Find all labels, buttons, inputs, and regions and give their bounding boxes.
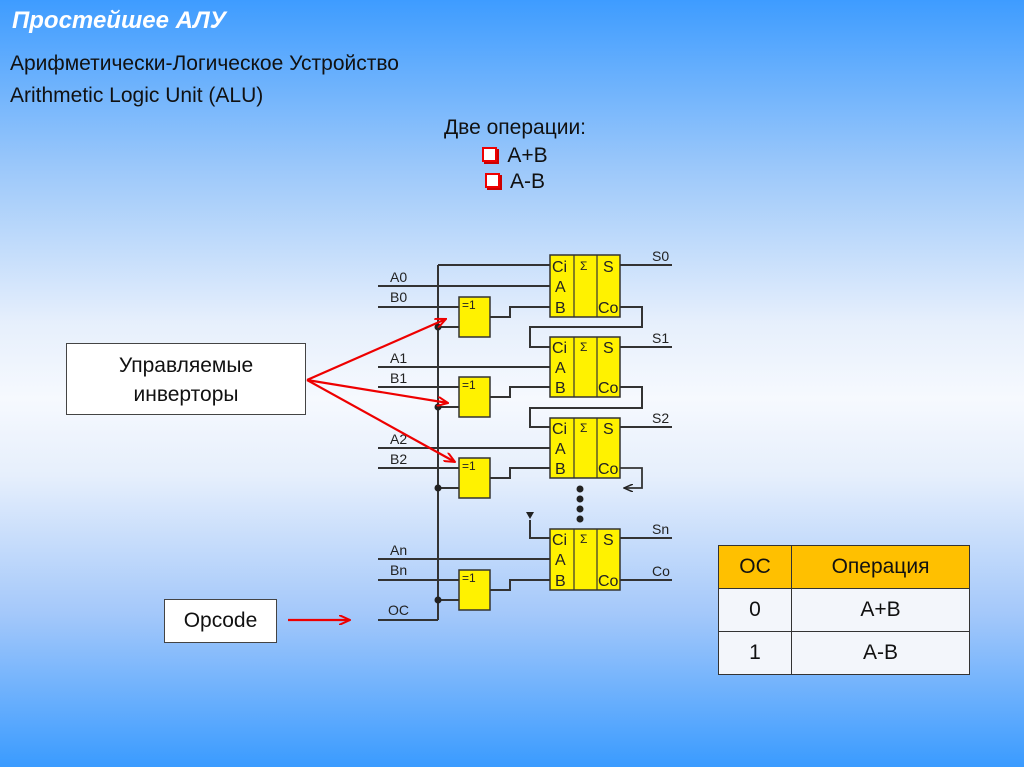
subtitle-english: Arithmetic Logic Unit (ALU) [10,84,264,107]
operation-item: A+B [405,144,625,168]
table-cell: A+B [791,588,970,632]
carry-in-arrow-icon [526,512,534,519]
xor-gate-label: =1 [462,459,476,473]
full-adder-1: Ci A B Σ S Co [549,336,621,398]
adder-ci-label: Ci [552,340,567,357]
carry-0-1-wire [529,306,643,348]
adder-b-label: B [555,300,566,317]
adder-s-label: S [603,532,614,549]
carry-1-2-wire [529,386,643,428]
output-label-s2: S2 [652,410,669,426]
adder-co-label: Co [598,380,619,397]
callout-line: инверторы [133,383,239,406]
input-label-bn: Bn [390,562,407,578]
operations-list: Две операции: A+B A-B [405,116,625,194]
full-adder-2: Ci A B Σ S Co [549,417,621,479]
adder-a-label: A [555,360,566,377]
slide-title: Простейшее АЛУ [12,7,227,34]
input-label-b2: B2 [390,451,407,467]
adder-sigma-label: Σ [580,532,587,546]
junction-dot [434,596,442,604]
table-row: 1 A-B [718,631,970,675]
adder-b-label: B [555,461,566,478]
table-header: OC [718,545,792,589]
full-adder-n: Ci A B Σ S Co [549,528,621,591]
xor-gate-label: =1 [462,571,476,585]
adder-sigma-label: Σ [580,340,587,354]
table-cell: 1 [718,631,792,675]
arrow-to-xor1-icon [306,378,448,403]
wires [378,264,672,621]
xor-gate: =1 [458,457,491,499]
adder-co-label: Co [598,300,619,317]
arrow-to-xor0-icon [306,319,446,382]
xor-gate: =1 [458,296,491,338]
input-label-a1: A1 [390,350,407,366]
operation-item: A-B [405,170,625,194]
output-label-s1: S1 [652,330,669,346]
xorn-out-wire [490,579,550,591]
input-label-b0: B0 [390,289,407,305]
adder-a-label: A [555,279,566,296]
carry-in-n-wire [529,520,550,539]
carry-2-out-wire [620,467,643,488]
input-label-a2: A2 [390,431,407,447]
arrow-to-xor2-icon [306,379,455,462]
adder-b-label: B [555,573,566,590]
adder-sigma-label: Σ [580,421,587,435]
junction-dot [434,403,442,411]
adder-co-label: Co [598,461,619,478]
adder-ci-label: Ci [552,259,567,276]
xor-gate-label: =1 [462,378,476,392]
adder-co-label: Co [598,573,619,590]
xor-gate: =1 [458,376,491,418]
table-cell: A-B [791,631,970,675]
input-label-an: An [390,542,407,558]
input-label-a0: A0 [390,269,407,285]
input-label-oc: OC [388,602,409,618]
adder-s-label: S [603,340,614,357]
controlled-inverters-callout: Управляемые инверторы [66,343,306,415]
ellipsis-dots-icon [576,485,584,523]
adder-a-label: A [555,552,566,569]
input-label-b1: B1 [390,370,407,386]
junction-dot [434,484,442,492]
output-label-co: Co [652,563,670,579]
opcode-callout: Opcode [164,599,277,643]
adder-ci-label: Ci [552,532,567,549]
xor1-out-wire [490,386,550,398]
output-label-sn: Sn [652,521,669,537]
table-row: 0 A+B [718,588,970,632]
square-bullet-icon [484,172,500,188]
operation-label: A-B [509,170,545,193]
table-header: Операция [791,545,970,589]
table-header-row: OC Операция [718,545,970,589]
operation-label: A+B [507,144,548,167]
adder-b-label: B [555,380,566,397]
xor-gate: =1 [458,569,491,611]
full-adder-0: Ci A B Σ S Co [549,254,621,318]
adder-a-label: A [555,441,566,458]
square-bullet-icon [482,146,498,162]
adder-s-label: S [603,421,614,438]
adder-s-label: S [603,259,614,276]
callout-arrows [288,319,455,620]
xor0-out-wire [490,306,550,318]
output-label-s0: S0 [652,248,669,264]
subtitle-russian: Арифметически-Логическое Устройство [10,52,399,75]
opcode-table: OC Операция 0 A+B 1 A-B [718,545,970,675]
adder-ci-label: Ci [552,421,567,438]
operations-heading: Две операции: [443,116,587,139]
xor-gate-label: =1 [462,298,476,312]
adder-sigma-label: Σ [580,259,587,273]
table-cell: 0 [718,588,792,632]
callout-line: Управляемые [118,354,254,377]
xor2-out-wire [490,467,550,479]
